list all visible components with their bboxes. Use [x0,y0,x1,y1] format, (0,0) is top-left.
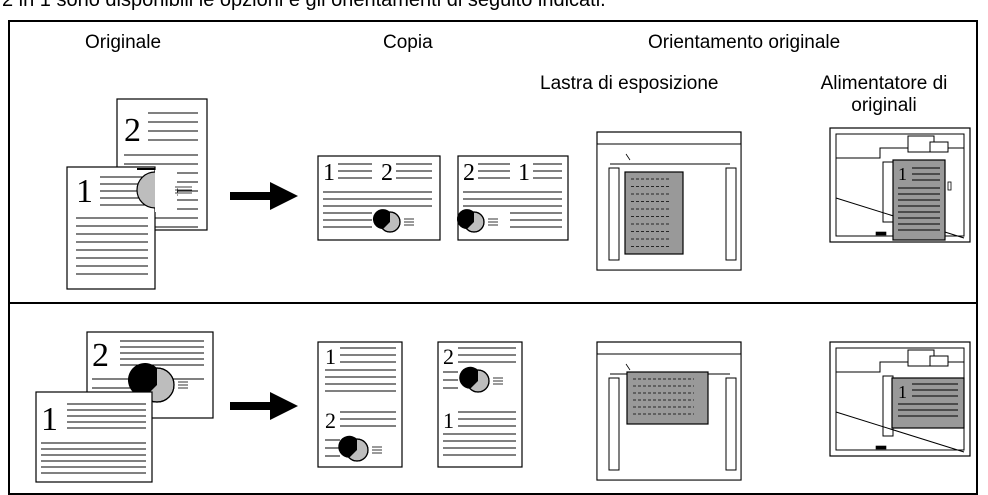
page-number-1: 1 [325,344,336,369]
page-number-1: 1 [41,401,58,438]
intro-text: 2 in 1 sono disponibili le opzioni e gli… [2,0,606,11]
page-number-2: 2 [463,160,475,186]
original-page-1-portrait: 1 [66,166,192,290]
page-number-2: 2 [124,112,141,149]
header-feeder-line2: originali [851,95,917,116]
header-feeder-line1: Alimentatore di [820,73,948,94]
platen-glass-row1 [596,131,742,271]
pie-graphic [456,209,498,233]
document-feeder-row2: 1 [829,341,971,457]
pie-graphic [338,435,382,462]
page-number-2: 2 [381,160,393,186]
copy-output-1-over-2: 12 [317,341,403,468]
header-copy: Copia [383,32,433,53]
original-page-1-landscape: 1 [35,391,153,483]
header-feeder: Alimentatore di originali [800,73,968,117]
page-number-1: 1 [898,164,907,184]
page-number-2: 2 [92,337,109,374]
arrow-right-row2 [230,392,298,420]
page-number-2: 2 [443,344,454,369]
page-number-1: 1 [443,408,454,433]
document-lines [633,378,694,415]
original-page-2-landscape: 2 [86,331,214,419]
platen-glass-row2 [596,341,742,481]
copy-output-2-over-1: 21 [437,341,523,468]
page-number-1: 1 [518,160,530,186]
page-number-2: 2 [325,408,336,433]
document-feeder-row1: 1 [829,127,971,243]
row-divider [8,302,978,304]
page-number-1: 1 [898,382,907,402]
header-platen: Lastra di esposizione [540,73,719,94]
pie-graphic [459,366,503,393]
document-lines [631,178,669,247]
page-number-1: 1 [76,173,93,210]
header-orientation: Orientamento originale [648,32,841,53]
header-original: Originale [85,32,162,53]
page-number-1: 1 [323,160,335,186]
arrow-right-row1 [230,182,298,210]
pie-graphic [372,209,414,233]
